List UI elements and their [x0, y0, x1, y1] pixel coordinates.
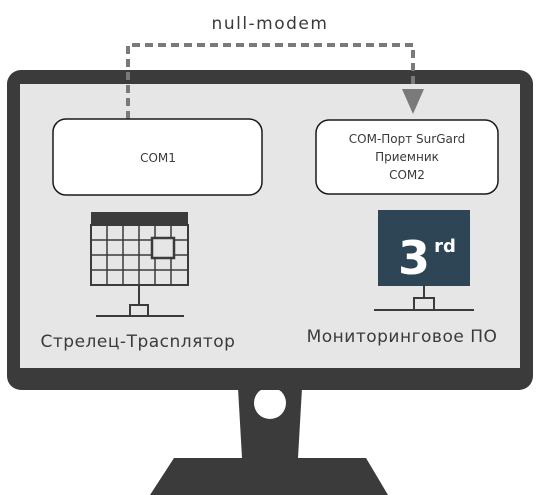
- badge-main: 3: [398, 231, 430, 285]
- badge-sup: rd: [434, 236, 456, 257]
- surgard-box: [315, 119, 499, 195]
- null-modem-label: null-modem: [212, 14, 329, 34]
- stand-hole: [254, 387, 286, 419]
- left-caption: Стрелец-Трасnлятор: [41, 332, 236, 352]
- surgard-line-1: COM-Порт SurGard: [349, 132, 465, 146]
- connection-arrowhead: [402, 89, 424, 114]
- calendar-grid-network-icon: [90, 212, 189, 317]
- third-party-3rd-network-icon: 3 rd: [374, 210, 474, 311]
- right-caption: Мониторинговое ПО: [307, 327, 498, 347]
- com1-box: [52, 118, 263, 196]
- surgard-line-2: Приемник: [375, 150, 439, 164]
- com1-label: COM1: [140, 151, 176, 165]
- monitor-stand: [150, 388, 388, 495]
- surgard-line-3: COM2: [389, 168, 425, 182]
- null-modem-connection: [126, 43, 415, 119]
